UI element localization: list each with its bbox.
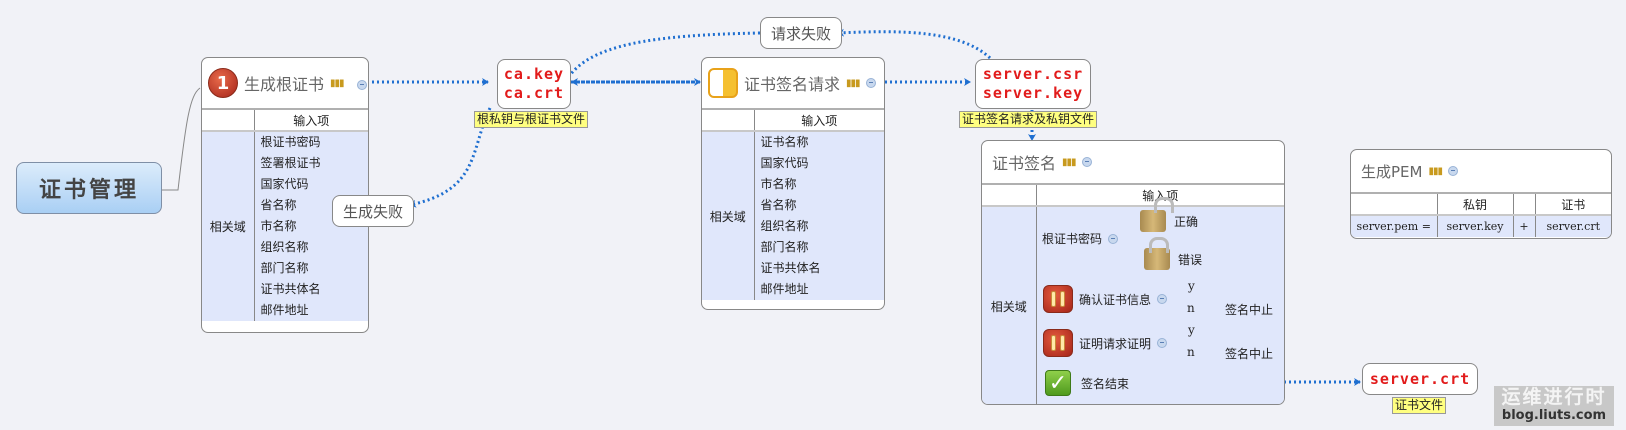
watermark-url: blog.liuts.com bbox=[1501, 408, 1607, 423]
input-table: 输入项 相关域 证书名称 国家代码 市名称 省名称 组织名称 部门名称 证书共体… bbox=[702, 108, 884, 300]
list-item: 市名称 bbox=[760, 177, 797, 191]
row-label: 相关域 bbox=[702, 131, 755, 300]
ca-files-topic[interactable]: ca.key ca.crt bbox=[497, 59, 571, 109]
root-topic[interactable]: 证书管理 bbox=[16, 162, 162, 214]
list-item: 邮件地址 bbox=[260, 303, 309, 317]
list-item: 省名称 bbox=[760, 198, 797, 212]
gen-fail-topic[interactable]: 生成失败 bbox=[332, 195, 414, 227]
list-item: 组织名称 bbox=[760, 219, 809, 233]
list-item: 国家代码 bbox=[760, 156, 809, 170]
collapse-toggle[interactable] bbox=[1108, 233, 1119, 244]
file-name: ca.crt bbox=[503, 84, 565, 102]
branch-wrong[interactable]: 错误 bbox=[1144, 237, 1203, 270]
confirm-info-item[interactable]: 确认证书信息 bbox=[1043, 285, 1168, 313]
column-header: 输入项 bbox=[254, 108, 368, 132]
sign-topic[interactable]: 证书签名 ▮▮▮ 输入项 相关域 bbox=[981, 140, 1285, 405]
collapse-toggle[interactable] bbox=[865, 78, 876, 88]
column-header: 证书 bbox=[1535, 192, 1611, 216]
pause-icon bbox=[1043, 285, 1073, 313]
list-item: 组织名称 bbox=[260, 240, 309, 254]
collapse-toggle[interactable] bbox=[1081, 157, 1092, 167]
file-name: server.csr bbox=[982, 65, 1084, 83]
branch-correct[interactable]: 正确 bbox=[1140, 197, 1199, 232]
list-item: 签署根证书 bbox=[260, 156, 321, 170]
priority-1-icon: 1 bbox=[208, 68, 238, 98]
list-item: 根证书密码 bbox=[260, 135, 321, 149]
file-name: server.crt bbox=[1369, 370, 1471, 388]
server-files-topic[interactable]: server.csr server.key bbox=[975, 59, 1091, 109]
root-connector bbox=[162, 87, 201, 191]
sign-end-item[interactable]: ✓ 签名结束 bbox=[1045, 370, 1129, 396]
list-item: 市名称 bbox=[260, 219, 297, 233]
table-cell: server.pem = bbox=[1351, 215, 1438, 237]
yes-branch: y bbox=[1188, 279, 1195, 293]
pause-icon bbox=[1043, 329, 1073, 357]
column-header bbox=[1513, 192, 1536, 216]
table-cell: server.key bbox=[1437, 215, 1514, 237]
branch-label: 正确 bbox=[1174, 214, 1199, 229]
item-label: 签名结束 bbox=[1081, 376, 1130, 391]
list-item: 证书共体名 bbox=[760, 261, 821, 275]
link-server-to-reqfail bbox=[837, 28, 992, 60]
column-header: 私钥 bbox=[1437, 192, 1514, 216]
prove-request-item[interactable]: 证明请求证明 bbox=[1043, 329, 1168, 357]
task-progress-icon: ▮▮▮ bbox=[1428, 165, 1442, 177]
list-item: 国家代码 bbox=[260, 177, 309, 191]
collapse-toggle[interactable] bbox=[357, 80, 367, 90]
column-header: 输入项 bbox=[754, 108, 884, 132]
abort-label: 签名中止 bbox=[1225, 347, 1274, 361]
csr-topic[interactable]: 证书签名请求 ▮▮▮ 输入项 相关域 证书名称 国家代码 市名称 省名称 组织名… bbox=[701, 57, 885, 310]
branch-label: 错误 bbox=[1178, 252, 1203, 267]
row-label: 相关域 bbox=[202, 131, 255, 321]
column-header: 输入项 bbox=[1036, 183, 1284, 207]
topic-title: 证书签名请求 bbox=[744, 75, 841, 94]
note-label: 证书签名请求及私钥文件 bbox=[959, 111, 1098, 128]
file-name: ca.key bbox=[503, 65, 565, 83]
note-label: 根私钥与根证书文件 bbox=[474, 111, 589, 128]
note-label: 证书文件 bbox=[1392, 397, 1447, 414]
task-progress-icon: ▮▮▮ bbox=[1062, 156, 1076, 168]
item-label: 证明请求证明 bbox=[1079, 336, 1152, 351]
gen-pem-topic[interactable]: 生成PEM ▮▮▮ 私钥 证书 server.pem = server.key … bbox=[1350, 149, 1612, 239]
task-progress-icon: ▮▮▮ bbox=[846, 77, 860, 89]
collapse-toggle[interactable] bbox=[1157, 294, 1168, 304]
row-label: 相关域 bbox=[982, 206, 1037, 404]
watermark: 运维进行时 blog.liuts.com bbox=[1494, 386, 1614, 426]
watermark-title: 运维进行时 bbox=[1501, 386, 1607, 408]
list-item: 省名称 bbox=[260, 198, 297, 212]
topic-title: 生成PEM bbox=[1361, 162, 1423, 181]
unlock-icon bbox=[1140, 197, 1174, 232]
field-list: 证书名称 国家代码 市名称 省名称 组织名称 部门名称 证书共体名 邮件地址 bbox=[754, 131, 884, 300]
table-cell: + bbox=[1513, 215, 1536, 237]
list-item: 证书共体名 bbox=[260, 282, 321, 296]
req-fail-topic[interactable]: 请求失败 bbox=[760, 17, 842, 49]
root-password-item[interactable]: 根证书密码 bbox=[1042, 230, 1119, 247]
list-item: 证书名称 bbox=[760, 135, 809, 149]
item-label: 确认证书信息 bbox=[1079, 292, 1152, 307]
list-item: 邮件地址 bbox=[760, 282, 809, 296]
server-crt-topic[interactable]: server.crt bbox=[1362, 363, 1478, 395]
abort-label: 签名中止 bbox=[1225, 303, 1274, 317]
list-item: 部门名称 bbox=[260, 261, 309, 275]
item-label: 根证书密码 bbox=[1042, 232, 1103, 246]
pem-table: 私钥 证书 server.pem = server.key + server.c… bbox=[1351, 192, 1611, 237]
topic-title: 生成根证书 bbox=[244, 75, 325, 94]
progress-half-icon bbox=[708, 68, 738, 98]
lock-icon bbox=[1144, 237, 1170, 270]
topic-title: 证书签名 bbox=[992, 154, 1057, 173]
column-header bbox=[1351, 192, 1438, 216]
yes-branch: y bbox=[1188, 323, 1195, 337]
file-name: server.key bbox=[982, 84, 1084, 102]
collapse-toggle[interactable] bbox=[1447, 166, 1458, 176]
no-branch: n bbox=[1187, 345, 1195, 359]
table-cell: server.crt bbox=[1535, 215, 1611, 237]
checkmark-icon: ✓ bbox=[1045, 370, 1071, 396]
collapse-toggle[interactable] bbox=[1157, 338, 1168, 348]
no-branch: n bbox=[1187, 301, 1195, 315]
task-progress-icon: ▮▮▮ bbox=[330, 77, 344, 89]
list-item: 部门名称 bbox=[760, 240, 809, 254]
